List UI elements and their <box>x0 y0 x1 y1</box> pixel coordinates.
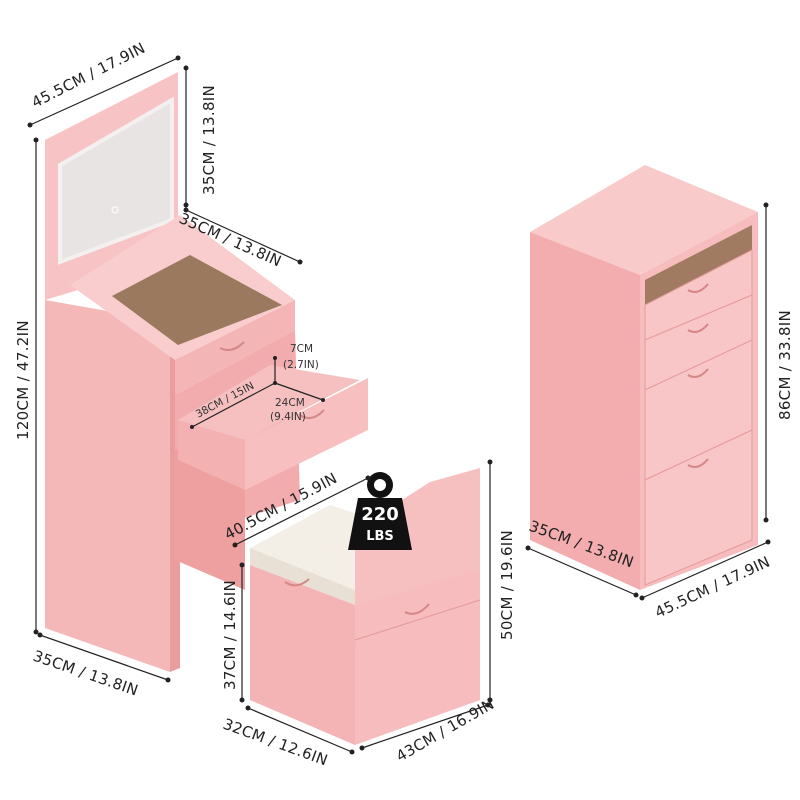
glass-top <box>112 255 282 345</box>
cabinet-height-label: 86CM / 33.8IN <box>776 310 794 420</box>
weight-value: 220 <box>361 504 399 525</box>
total-height-label: 120CM / 47.2IN <box>14 320 32 440</box>
cabinet-handle <box>687 283 709 293</box>
weight-unit: LBS <box>366 529 394 544</box>
stool-backrest <box>355 468 480 615</box>
storage-stool: 220 LBS <box>250 468 481 745</box>
drawer-cabinet <box>530 165 758 590</box>
side-panel <box>45 300 170 672</box>
drawer-height-in-label: (2.7IN) <box>283 359 319 371</box>
mirror-height-label: 35CM / 13.8IN <box>200 85 218 195</box>
open-drawer <box>178 365 360 440</box>
open-shelf <box>645 225 752 305</box>
seat-height-label: 37CM / 14.6IN <box>221 580 239 690</box>
drawer-width-label: 24CM <box>275 397 305 409</box>
stool-handle <box>284 578 310 587</box>
drawer-width-in-label: (9.4IN) <box>270 411 306 423</box>
drawer-height-label: 7CM <box>290 343 313 355</box>
back-height-label: 50CM / 19.6IN <box>498 530 516 640</box>
led-mirror <box>58 96 174 265</box>
weight-capacity-icon: 220 LBS <box>348 472 412 550</box>
drawer-handle <box>299 409 325 420</box>
vanity-table <box>45 72 368 672</box>
touch-button-icon <box>111 206 119 214</box>
